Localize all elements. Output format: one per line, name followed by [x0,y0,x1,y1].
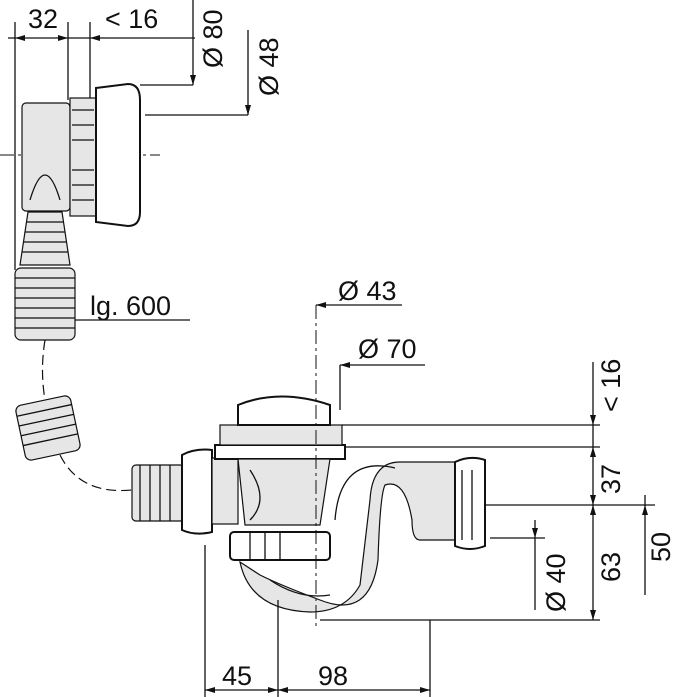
dim-63: 63 [596,552,626,582]
dim-98: 98 [318,661,348,691]
dim-45: 45 [222,661,252,691]
overflow-dimension-lines [8,0,251,270]
dim-hose-length: lg. 600 [90,291,171,321]
flexible-hose [15,339,133,492]
overflow-fitting [0,82,160,341]
dim-32: 32 [28,4,58,34]
dim-waste-wall: < 16 [596,359,626,412]
dim-37: 37 [596,464,626,494]
dim-waste-flange-diameter: Ø 70 [358,334,417,364]
dim-50: 50 [646,532,674,562]
dim-overflow-wall: < 16 [105,4,158,34]
dim-outlet-diameter: Ø 40 [541,553,571,612]
waste-trap [131,395,486,613]
waste-dimension-lines [204,302,655,697]
dim-waste-plug-diameter: Ø 43 [338,276,397,306]
dim-overflow-inner-diameter: Ø 48 [254,37,284,96]
dim-overflow-cap-diameter: Ø 80 [198,9,228,68]
